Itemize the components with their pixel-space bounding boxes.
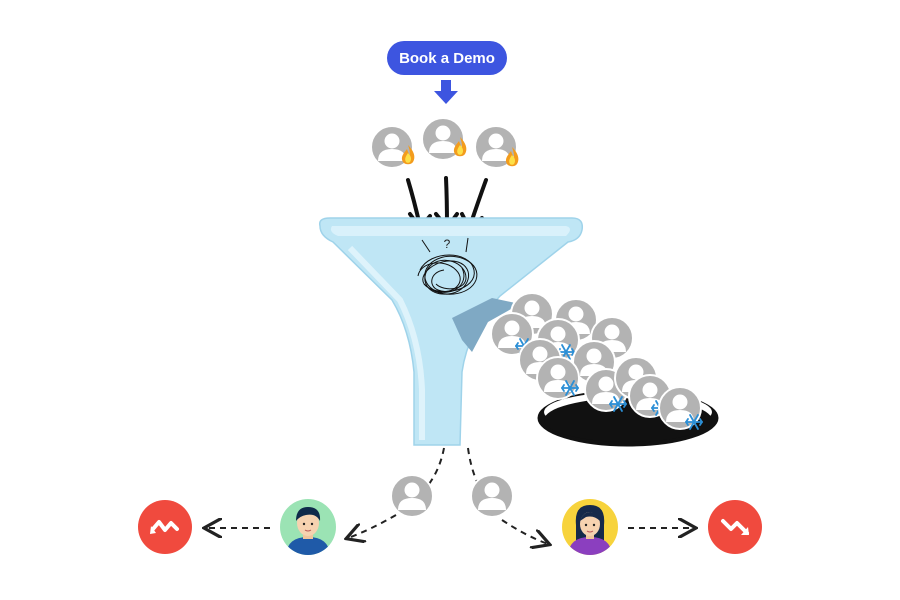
output-flows [206,447,694,544]
cold-leads [490,292,703,430]
lead-avatar-right [470,474,514,518]
hot-leads [370,117,519,169]
lead-avatar-left [390,474,434,518]
down-arrow-icon [434,80,458,104]
funnel [318,217,584,446]
sales-rep-male-avatar [280,499,336,555]
book-a-demo-button[interactable]: Book a Demo [387,41,507,75]
downtrend-icon [708,500,762,554]
sales-rep-female-avatar [562,499,618,555]
question-mark: ? [444,237,451,251]
tangle-scribble [417,237,478,295]
downtrend-icon [138,500,192,554]
